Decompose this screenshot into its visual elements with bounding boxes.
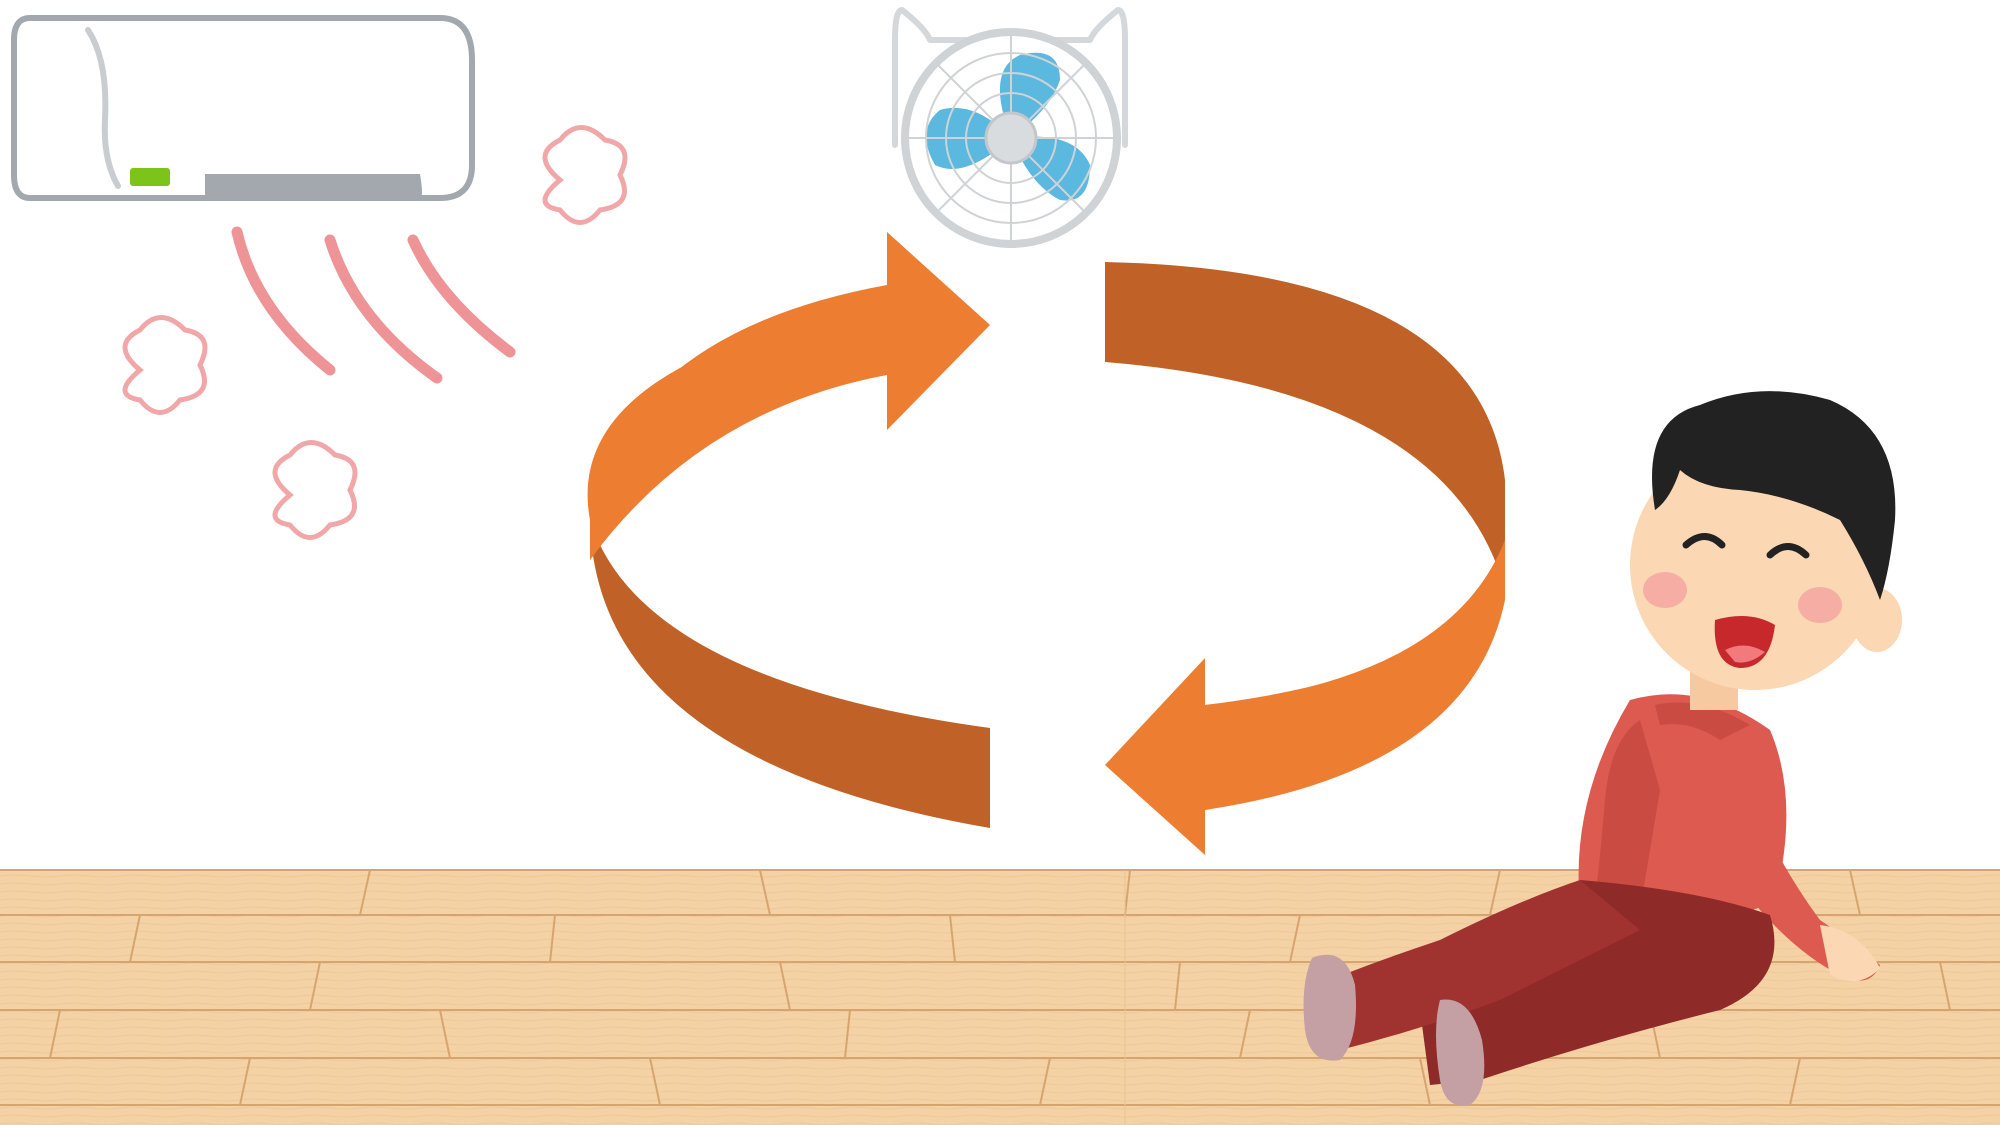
circulator-fan	[892, 7, 1128, 248]
air-conditioner-icon	[11, 15, 475, 201]
person-foot-front	[1436, 999, 1485, 1106]
circulation-arrows	[587, 232, 1505, 855]
person-pants	[1420, 880, 1775, 1085]
air-puffs	[122, 125, 628, 540]
sitting-person	[1303, 391, 1902, 1106]
fan-icon	[892, 7, 1128, 248]
arrow-left-lower-band	[590, 520, 990, 828]
arrow-head-bottom	[1105, 540, 1505, 855]
person-foot-back	[1303, 954, 1356, 1061]
arrow-right-upper-band	[1105, 262, 1505, 590]
air-conditioner	[11, 15, 628, 540]
person-hair	[1652, 391, 1896, 600]
cycle-arrows-icon	[587, 232, 1505, 855]
arrow-head-top	[590, 232, 990, 560]
person-icon	[1303, 391, 1902, 1106]
air-flow-lines	[231, 226, 516, 384]
person-front-arm	[1595, 720, 1660, 910]
